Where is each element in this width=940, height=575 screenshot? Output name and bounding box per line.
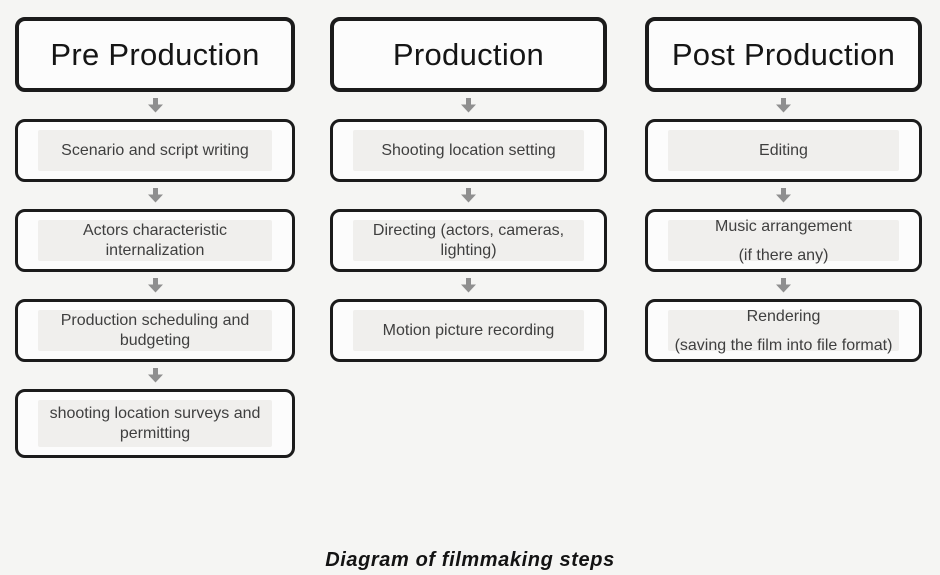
- step-inner-panel: [38, 220, 272, 261]
- step-label-line: (if there any): [738, 246, 829, 264]
- down-arrow-icon: [330, 92, 607, 119]
- step-scenario-script-writing: Scenario and script writing: [15, 119, 295, 182]
- down-arrow-icon: [645, 182, 922, 209]
- step-inner-panel: [353, 130, 584, 171]
- step-inner-panel: [38, 130, 272, 171]
- step-music-arrangement: Music arrangement (if there any): [645, 209, 922, 272]
- step-label-line: Directing (actors, cameras,: [372, 221, 565, 239]
- down-arrow-icon: [330, 272, 607, 299]
- down-arrow-icon: [330, 182, 607, 209]
- step-directing: Directing (actors, cameras, lighting): [330, 209, 607, 272]
- step-label-line: Production scheduling and: [60, 311, 250, 329]
- step-label-line: lighting): [440, 241, 497, 259]
- step-label-line: Motion picture recording: [382, 321, 555, 339]
- down-arrow-icon: [645, 272, 922, 299]
- down-arrow-icon: [15, 272, 295, 299]
- column-header-label: Post Production: [671, 36, 896, 72]
- step-rendering: Rendering (saving the film into file for…: [645, 299, 922, 362]
- step-label-line: Editing: [759, 141, 808, 159]
- step-label-line: internalization: [105, 241, 205, 259]
- step-editing: Editing: [645, 119, 922, 182]
- down-arrow-icon: [15, 92, 295, 119]
- step-inner-panel: [668, 220, 899, 261]
- step-label-line: Actors characteristic: [82, 221, 228, 239]
- header-box-pre-production: Pre Production: [15, 17, 295, 92]
- step-inner-panel: [668, 130, 899, 171]
- column-header-label: Pre Production: [50, 36, 260, 72]
- step-motion-picture-recording: Motion picture recording: [330, 299, 607, 362]
- step-production-scheduling-budgeting: Production scheduling and budgeting: [15, 299, 295, 362]
- down-arrow-icon: [645, 92, 922, 119]
- filmmaking-flowchart: Pre Production Scenario and script writi…: [15, 17, 922, 458]
- step-label-line: (saving the film into file format): [674, 336, 893, 354]
- step-label-line: permitting: [119, 424, 191, 442]
- step-inner-panel: [353, 310, 584, 351]
- step-actors-characteristic-internalization: Actors characteristic internalization: [15, 209, 295, 272]
- step-inner-panel: [38, 400, 272, 447]
- column-production: Production Shooting location setting Dir…: [330, 17, 607, 362]
- down-arrow-icon: [15, 182, 295, 209]
- step-label-line: Shooting location setting: [381, 141, 556, 159]
- step-shooting-location-surveys-permitting: shooting location surveys and permitting: [15, 389, 295, 458]
- step-label-line: Rendering: [746, 307, 821, 325]
- step-shooting-location-setting: Shooting location setting: [330, 119, 607, 182]
- step-label-line: budgeting: [119, 331, 191, 349]
- step-inner-panel: [353, 220, 584, 261]
- step-label-line: shooting location surveys and: [49, 404, 261, 422]
- header-box-post-production: Post Production: [645, 17, 922, 92]
- column-post-production: Post Production Editing Music arrangemen…: [645, 17, 922, 362]
- step-label-line: Music arrangement: [715, 217, 852, 235]
- column-header-label: Production: [392, 36, 545, 72]
- step-inner-panel: [38, 310, 272, 351]
- step-inner-panel: [668, 310, 899, 351]
- column-pre-production: Pre Production Scenario and script writi…: [15, 17, 295, 458]
- diagram-caption: Diagram of filmmaking steps: [325, 549, 615, 571]
- down-arrow-icon: [15, 362, 295, 389]
- step-label-line: Scenario and script writing: [61, 141, 249, 159]
- header-box-production: Production: [330, 17, 607, 92]
